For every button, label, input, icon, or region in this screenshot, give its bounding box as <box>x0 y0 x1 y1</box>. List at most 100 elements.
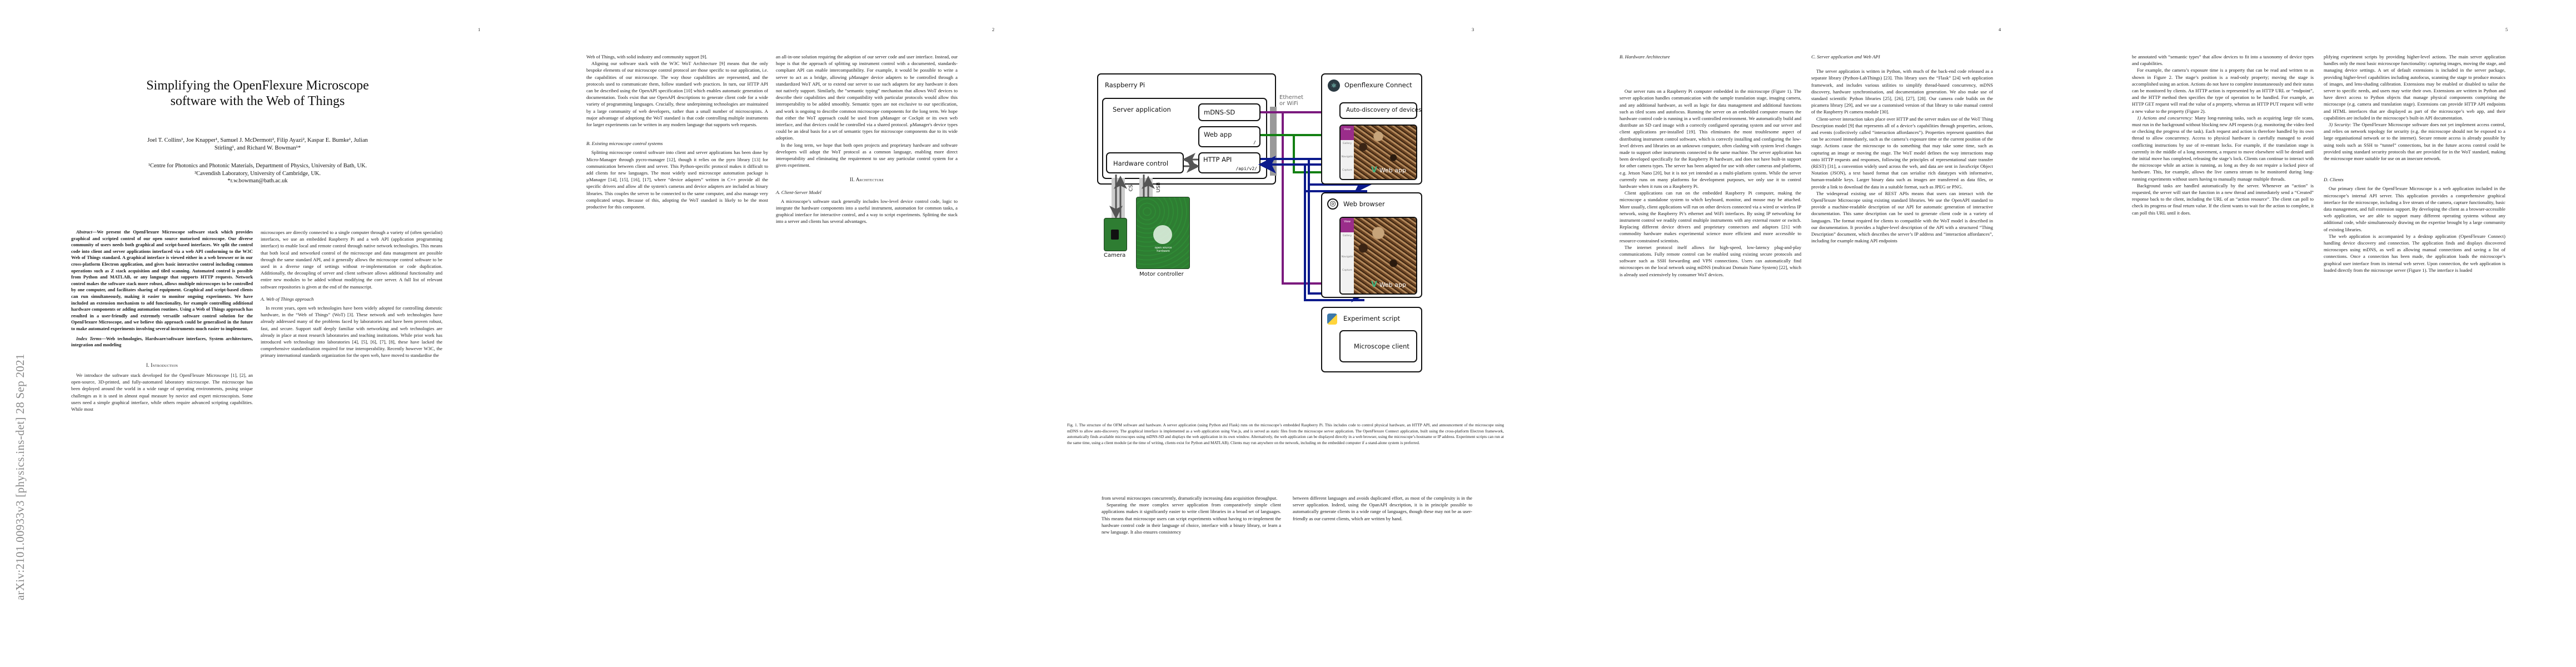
column-right: C. Server application and Web API The se… <box>1811 53 1993 244</box>
microscope-client-label: Microscope client <box>1354 342 1409 350</box>
paragraph: Separating the more complex server appli… <box>1102 502 1281 535</box>
camera-label: Camera <box>1104 252 1126 258</box>
paragraph: We introduce the software stack develope… <box>71 372 253 412</box>
hardware-control-label: Hardware control <box>1113 160 1169 167</box>
contact-email[interactable]: *r.w.bowman@bath.ac.uk <box>227 178 288 184</box>
section-heading: I. Introduction <box>146 362 178 368</box>
index-terms-text: —Web technologies, Hardware/software int… <box>71 336 253 348</box>
paragraph: between different languages and avoids d… <box>1293 495 1472 521</box>
auto-discovery-label: Auto-discovery of devices <box>1346 107 1422 113</box>
authors-line-1: Joel T. Collins¹, Joe Knapper¹, Samuel J… <box>147 137 368 143</box>
paragraph: Background tasks are handled automatical… <box>2132 182 2314 216</box>
page-2: 2 Web of Things, with solid industry and… <box>515 0 1030 667</box>
affiliation-2: ²Cavendish Laboratory, University of Cam… <box>195 170 321 177</box>
paragraph: microscopes are directly connected to a … <box>261 230 442 290</box>
paragraph: Client-server interaction takes place ov… <box>1811 116 1993 190</box>
paragraph: The web application is accompanied by a … <box>2324 233 2505 273</box>
title-line-2: software with the Web of Things <box>170 94 345 108</box>
column-left: Abstract—We present the OpenFlexure Micr… <box>71 229 253 412</box>
title-line-1: Simplifying the OpenFlexure Microscope <box>146 78 369 93</box>
usb-label: USB <box>1156 182 1162 193</box>
oshw-gear-icon <box>1153 225 1172 244</box>
page3-column-right: between different languages and avoids d… <box>1293 495 1472 522</box>
sidebar-gallery: Gallery <box>1342 235 1352 237</box>
spacer <box>1811 62 1993 68</box>
affiliation-1: ¹Centre for Photonics and Photonic Mater… <box>148 163 367 169</box>
paragraph: The widespread existing use of REST APIs… <box>1811 190 1993 244</box>
paragraph: from several microscopes concurrently, d… <box>1102 495 1278 501</box>
affiliations: ¹Centre for Photonics and Photonic Mater… <box>67 162 449 185</box>
globe-icon: ◎ <box>1327 198 1338 210</box>
abstract: Abstract—We present the OpenFlexure Micr… <box>71 229 253 332</box>
paragraph: 3) Security: The OpenFlexure Microscope … <box>2324 121 2505 162</box>
web-browser-label: Web browser <box>1343 200 1385 208</box>
csi-label: CSI <box>1128 183 1134 192</box>
paragraph-text: The OpenFlexure Microscope software does… <box>2324 122 2505 162</box>
paragraph: Aligning our software stack with the W3C… <box>586 61 768 128</box>
csi-cable <box>1112 178 1125 222</box>
python-icon <box>1327 313 1337 325</box>
page-5: 5 be annotated with “semantic types” tha… <box>2061 0 2576 667</box>
paragraph: The server application is written in Pyt… <box>1811 68 1993 115</box>
column-left: be annotated with “semantic types” that … <box>2132 53 2314 216</box>
microscope-client-box: Microscope client <box>1339 330 1417 362</box>
paragraph: Web of Things, with solid industry and c… <box>586 54 707 59</box>
server-application-label: Server application <box>1113 106 1171 113</box>
experiment-script-label: Experiment script <box>1343 315 1401 322</box>
camera-lens-icon <box>1111 230 1119 240</box>
page-number: 5 <box>2505 27 2508 32</box>
subsection-heading: A. Client-Server Model <box>776 189 821 195</box>
paragraph: Our server runs on a Raspberry Pi comput… <box>1620 88 1801 190</box>
connect-title: Openflexure Connect <box>1344 81 1412 89</box>
index-terms: Index Terms—Web technologies, Hardware/s… <box>71 336 253 349</box>
web-app-path: / <box>1253 140 1256 145</box>
page-4: 4 B. Hardware Architecture Our server ru… <box>1546 0 2061 667</box>
subsection-heading: C. Server application and Web API <box>1811 54 1880 59</box>
page-number: 3 <box>1472 27 1474 32</box>
paper-title: Simplifying the OpenFlexure Microscope s… <box>0 78 515 109</box>
paragraph: 1) Actions and concurrency: Many long-ru… <box>2132 115 2314 182</box>
webapp-sidebar: View Gallery Navigate Capture <box>1341 126 1354 179</box>
webapp-overlay-label: Web app <box>1379 167 1406 174</box>
sidebar-capture: Capture <box>1342 169 1352 172</box>
paragraph-text: Many long-running tasks, such as acquiri… <box>2132 115 2314 182</box>
index-terms-label: Index Terms <box>76 336 102 341</box>
web-app-label: Web app <box>1204 131 1232 138</box>
paragraph-lead: 3) Security: <box>2329 122 2351 128</box>
paragraph: In recent years, open web technologies h… <box>261 305 442 359</box>
subsection-heading: A. Web of Things approach <box>261 296 314 302</box>
vue-logo-icon: V <box>1371 280 1377 289</box>
column-right: microscopes are directly connected to a … <box>261 229 442 359</box>
column-right: an all-in-one solution requiring the ado… <box>776 53 958 225</box>
oshw-label: open source hardware <box>1154 246 1172 253</box>
mdns-box: mDNS-SD <box>1198 103 1260 121</box>
arxiv-stamp: arXiv:2101.00933v3 [physics.ins-det] 28 … <box>13 354 27 600</box>
subsection-heading: B. Existing microscope control systems <box>586 141 663 147</box>
paragraph: For example, the camera’s exposure time … <box>2132 67 2314 114</box>
subsection-heading: B. Hardware Architecture <box>1620 54 1670 59</box>
column-left: B. Hardware Architecture Our server runs… <box>1620 53 1801 278</box>
webapp-overlay-label: Web app <box>1379 281 1406 288</box>
http-api-label: HTTP API <box>1203 156 1232 163</box>
web-app-box: Web app / <box>1198 126 1260 147</box>
client-to-api-line <box>1304 191 1364 301</box>
paragraph: an all-in-one solution requiring the ado… <box>776 54 958 141</box>
figure-caption: Fig. 1. The structure of the OFM softwar… <box>1067 422 1504 445</box>
paragraph: The internet protocol itself allows for … <box>1620 244 1801 277</box>
page3-column-left: from several microscopes concurrently, d… <box>1102 495 1281 535</box>
page-number: 4 <box>1999 27 2001 32</box>
section-heading: II. Architecture <box>849 177 884 183</box>
paragraph-lead: 1) Actions and concurrency: <box>2137 115 2193 121</box>
electron-icon: ⚛ <box>1328 79 1340 92</box>
page-1: 1 Simplifying the OpenFlexure Microscope… <box>0 0 515 667</box>
sidebar-navigate: Navigate <box>1341 156 1353 158</box>
http-api-path: /api/v2/ <box>1235 166 1257 171</box>
abstract-label: Abstract <box>76 230 92 235</box>
sidebar-navigate: Navigate <box>1341 256 1353 258</box>
paragraph: A microscope’s software stack generally … <box>776 198 958 225</box>
column-left: Web of Things, with solid industry and c… <box>586 53 768 210</box>
paragraph: Client applications can run on the embed… <box>1620 190 1801 243</box>
